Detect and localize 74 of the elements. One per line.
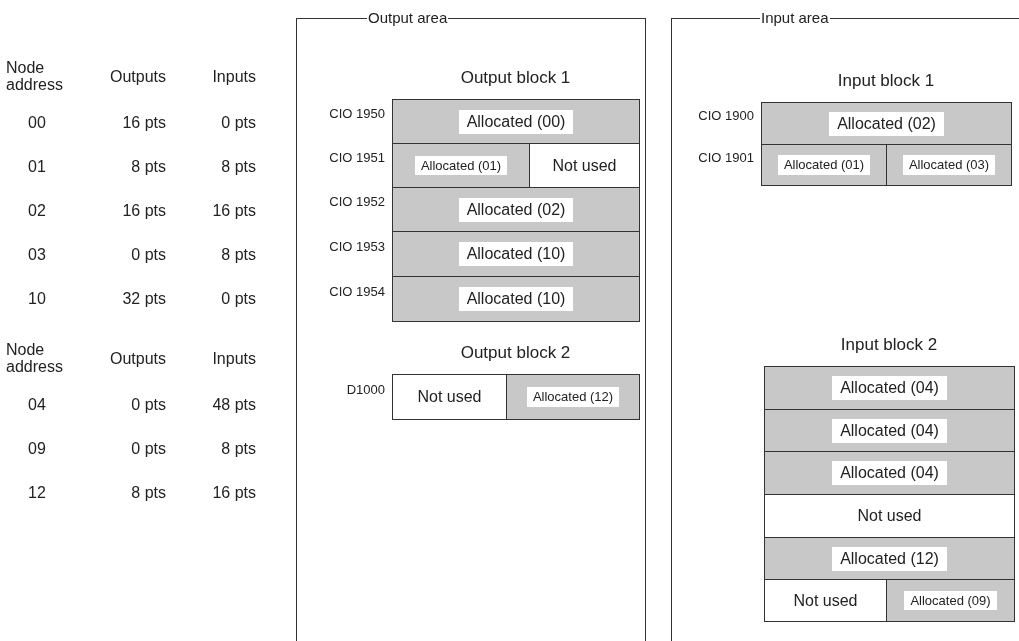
address-label: CIO 1953 <box>328 238 385 255</box>
table-value: 16 pts <box>121 201 166 219</box>
cell-label: Allocated (10) <box>458 287 574 311</box>
address-label: CIO 1954 <box>328 283 385 300</box>
block-heading: Input block 1 <box>836 70 936 92</box>
block-heading: Input block 2 <box>839 334 939 356</box>
table-value: 8 pts <box>130 157 166 175</box>
table-value: 03 <box>27 245 47 263</box>
cell-label: Allocated (01) <box>414 155 508 176</box>
cell-label: Allocated (03) <box>902 155 996 175</box>
address-label: CIO 1901 <box>697 149 754 166</box>
allocated-cell <box>886 144 1012 186</box>
table-value: 0 pts <box>130 395 166 413</box>
allocated-cell <box>392 99 640 144</box>
table-value: 00 <box>27 113 47 131</box>
table-value: 0 pts <box>220 113 256 131</box>
cell-label: Not used <box>792 590 859 611</box>
cell-label: Allocated (02) <box>829 111 944 136</box>
allocated-cell <box>764 409 1015 452</box>
allocated-cell <box>392 143 530 188</box>
table-value: 09 <box>27 439 47 457</box>
cell-label: Allocated (02) <box>458 197 574 222</box>
table-value: 8 pts <box>220 157 256 175</box>
cell-label: Allocated (04) <box>832 418 947 443</box>
cell-label: Allocated (09) <box>904 590 997 611</box>
column-header: Node address <box>6 341 64 375</box>
table-value: 8 pts <box>130 483 166 501</box>
block-heading: Output block 2 <box>459 342 572 364</box>
allocated-cell <box>764 537 1015 580</box>
cell-label: Allocated (10) <box>458 242 574 266</box>
table-value: 16 pts <box>211 201 256 219</box>
address-label: CIO 1952 <box>328 194 385 210</box>
allocated-cell <box>761 102 1012 145</box>
block-heading: Output block 1 <box>459 67 572 89</box>
address-label: CIO 1900 <box>697 108 754 124</box>
address-label: D1000 <box>345 381 385 398</box>
table-value: 10 <box>27 289 47 307</box>
table-value: 8 pts <box>220 439 256 457</box>
allocated-cell <box>764 366 1015 410</box>
allocated-cell <box>886 579 1015 622</box>
cell-label: Not used <box>856 506 923 526</box>
column-header: Node address <box>6 59 64 93</box>
allocated-cell <box>761 144 887 186</box>
column-header: Inputs <box>211 349 256 367</box>
cell-label: Allocated (12) <box>526 387 620 407</box>
allocated-cell <box>506 374 640 420</box>
table-value: 8 pts <box>220 245 256 263</box>
allocated-cell <box>392 187 640 232</box>
column-header: Inputs <box>211 67 256 85</box>
table-value: 16 pts <box>211 483 256 501</box>
table-value: 0 pts <box>220 289 256 307</box>
column-header: Outputs <box>108 349 166 367</box>
cell-label: Allocated (12) <box>832 546 947 571</box>
table-value: 48 pts <box>211 395 256 413</box>
table-value: 12 <box>27 483 47 501</box>
cell-label: Allocated (04) <box>832 461 947 485</box>
table-value: 02 <box>27 201 47 219</box>
table-value: 32 pts <box>121 289 166 307</box>
address-label: CIO 1950 <box>328 106 385 122</box>
cell-label: Not used <box>551 155 618 176</box>
cell-label: Allocated (00) <box>458 109 574 134</box>
allocated-cell <box>764 451 1015 495</box>
cell-label: Allocated (01) <box>777 155 871 175</box>
table-value: 0 pts <box>130 245 166 263</box>
table-value: 01 <box>27 157 47 175</box>
table-value: 16 pts <box>121 113 166 131</box>
cell-label: Not used <box>416 387 483 407</box>
table-value: 0 pts <box>130 439 166 457</box>
table-value: 04 <box>27 395 47 413</box>
allocated-cell <box>392 231 640 277</box>
cell-label: Allocated (04) <box>832 376 947 400</box>
allocated-cell <box>392 276 640 322</box>
address-label: CIO 1951 <box>328 150 385 166</box>
column-header: Outputs <box>108 67 166 85</box>
